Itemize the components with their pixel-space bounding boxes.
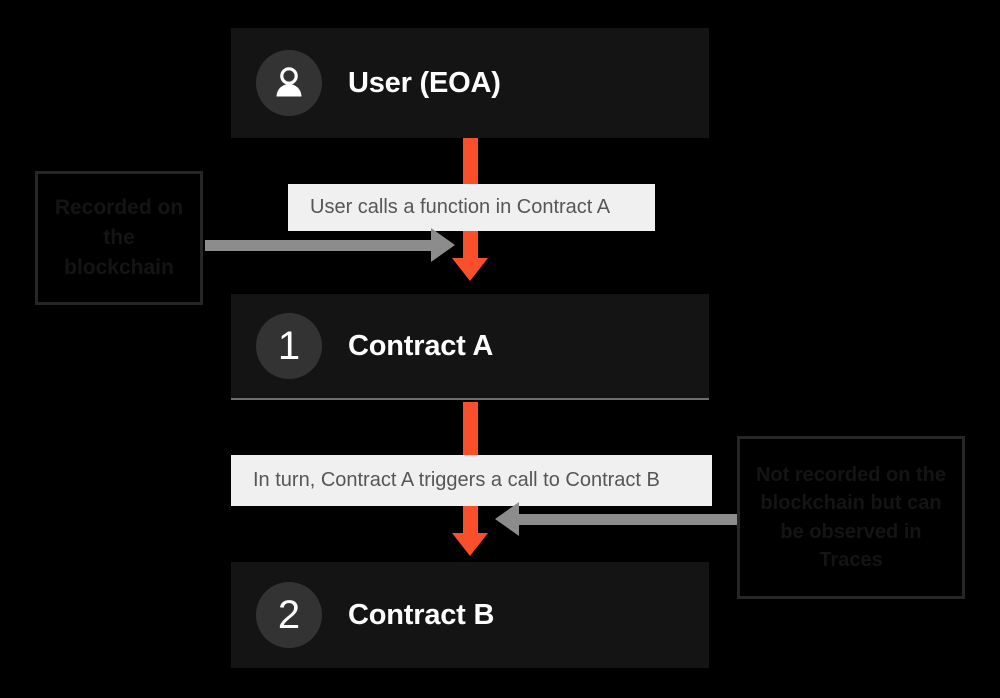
annotation-recorded-on-blockchain: Recorded on the blockchain [35, 171, 203, 305]
flow-arrow-user-to-contract-a-head [452, 258, 488, 281]
connector-arrow-recorded-shaft [205, 240, 431, 251]
node-card-user[interactable]: User (EOA) [231, 28, 709, 138]
flow-arrow-contract-a-to-b-segment [463, 402, 478, 455]
step-number-2: 2 [277, 593, 301, 637]
node-title-contract-b: Contract B [348, 598, 495, 631]
annotation-recorded-text: Recorded on the blockchain [54, 196, 184, 279]
connector-arrow-not-recorded-head [495, 502, 519, 536]
annotation-not-recorded-text: Not recorded on the blockchain but can b… [755, 463, 946, 571]
node-card-contract-b[interactable]: 2 Contract B [231, 562, 709, 668]
step-number-badge-1: 1 [256, 313, 322, 379]
annotation-not-recorded-traces: Not recorded on the blockchain but can b… [737, 436, 965, 599]
flow-arrow-contract-a-to-b-shaft [463, 506, 478, 536]
connector-arrow-recorded-head [431, 228, 455, 262]
step-label-2: In turn, Contract A triggers a call to C… [231, 455, 712, 506]
flow-arrow-user-to-contract-a-shaft [463, 231, 478, 261]
person-icon [256, 50, 322, 116]
step-number-badge-2: 2 [256, 582, 322, 648]
node-card-contract-a[interactable]: 1 Contract A [231, 294, 709, 400]
node-title-contract-a: Contract A [348, 329, 494, 362]
node-title-user: User (EOA) [348, 66, 501, 99]
step-label-1: User calls a function in Contract A [288, 184, 655, 231]
flow-arrow-user-to-contract-a-segment [463, 138, 478, 185]
flow-arrow-contract-a-to-b-head [452, 533, 488, 556]
step-number-1: 1 [277, 324, 301, 368]
connector-arrow-not-recorded-shaft [519, 514, 737, 525]
